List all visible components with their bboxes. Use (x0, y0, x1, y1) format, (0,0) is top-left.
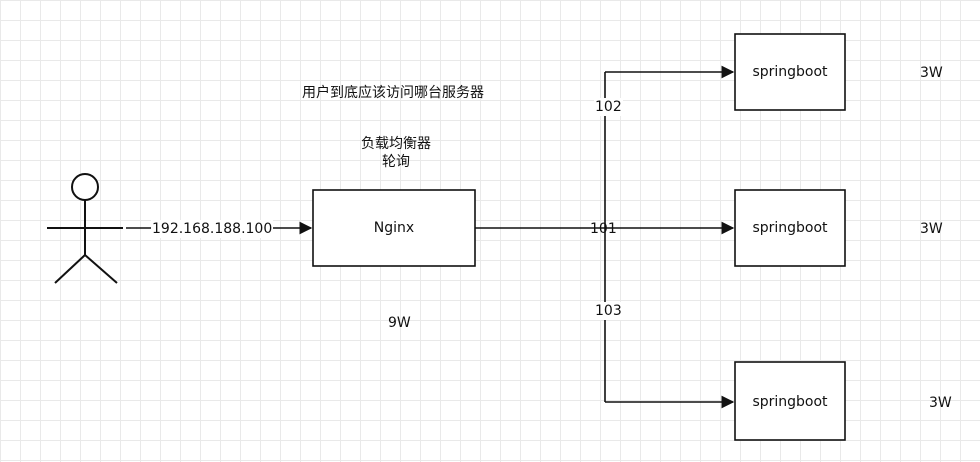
ip-address-label: 192.168.188.100 (151, 220, 274, 238)
server-capacity-103: 3W (929, 395, 952, 411)
server-label-103: springboot (752, 394, 828, 410)
balancer-mode-label: 轮询 (382, 154, 410, 170)
server-label-101: springboot (752, 220, 828, 236)
question-label: 用户到底应该访问哪台服务器 (302, 85, 484, 101)
server-box-103 (734, 361, 846, 441)
ip-suffix-101: 101 (590, 221, 617, 237)
server-box-102 (734, 33, 846, 111)
server-label-102: springboot (752, 64, 828, 80)
nginx-capacity-label: 9W (388, 315, 411, 331)
server-capacity-101: 3W (920, 221, 943, 237)
server-capacity-102: 3W (920, 65, 943, 81)
ip-suffix-102: 102 (594, 98, 623, 116)
user-actor-icon (47, 173, 123, 284)
nginx-to-servers-connectors (475, 72, 606, 402)
ip-suffix-103: 103 (594, 302, 623, 320)
balancer-title-label: 负载均衡器 (361, 136, 431, 152)
nginx-box (312, 189, 476, 267)
server-box-101 (734, 189, 846, 267)
nginx-label: Nginx (373, 220, 415, 236)
